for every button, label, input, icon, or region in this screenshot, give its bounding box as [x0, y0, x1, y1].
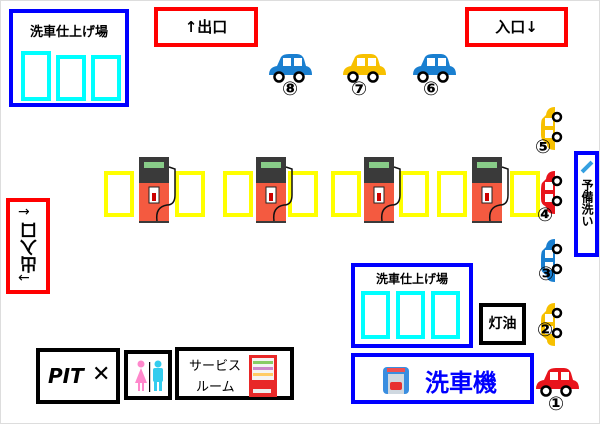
finish-area-bottom: 洗車仕上げ場 — [351, 263, 473, 348]
waiting-car-icon — [541, 107, 563, 150]
waiting-car-icon — [541, 171, 563, 214]
fuel-lane-slot — [288, 171, 318, 217]
pre-wash-label: 予備洗い — [580, 179, 594, 227]
kerosene-station: 灯油 — [479, 303, 526, 345]
finish-area-title: 洗車仕上げ場 — [29, 25, 108, 40]
restroom — [124, 350, 172, 400]
service-room-line2: ルーム — [196, 380, 235, 395]
fuel-lane-slot — [399, 171, 429, 217]
pit-area: PIT ✕ — [36, 348, 120, 404]
fuel-pump-icon — [364, 157, 401, 223]
service-room-line1: サービス — [189, 359, 242, 374]
fuel-lane-slot — [223, 171, 253, 217]
vending-machine-icon — [249, 355, 277, 397]
restroom-icon — [135, 360, 163, 392]
brush-icon — [580, 160, 594, 174]
parking-slot — [91, 55, 121, 101]
service-room: サービス ルーム — [175, 347, 294, 400]
car-wash-machine: 洗車機 — [351, 353, 534, 404]
queue-number: ⑤ — [534, 136, 552, 158]
entrance-sign-top: 入口↓ — [465, 7, 568, 47]
pre-wash-area: 予備洗い — [574, 151, 599, 257]
parking-slot — [396, 291, 425, 339]
car-wash-label: 洗車機 — [425, 369, 497, 397]
waiting-car-icon — [541, 239, 563, 282]
parking-slot — [56, 55, 86, 101]
queue-number: ③ — [537, 263, 555, 285]
fuel-lane-slot — [175, 171, 205, 217]
fuel-pump-icon — [256, 157, 293, 223]
arrow-in-icon: → — [18, 204, 30, 220]
waiting-car-icon — [413, 54, 456, 83]
exit-entrance-label: 出入口 — [21, 222, 41, 273]
pit-label: PIT — [48, 364, 84, 388]
queue-number: ④ — [536, 204, 554, 226]
waiting-car-icon — [343, 54, 386, 83]
parking-slot — [21, 51, 51, 101]
fuel-pump-icon — [139, 157, 176, 223]
queue-number: ② — [536, 319, 554, 341]
fuel-lane-slot — [104, 171, 134, 217]
fuel-lane-slot — [437, 171, 467, 217]
parking-slot — [361, 291, 390, 339]
fuel-pump-icon — [472, 157, 509, 223]
parking-slot — [431, 291, 460, 339]
fuel-lane-slot — [331, 171, 361, 217]
queue-number: ⑧ — [281, 78, 299, 100]
waiting-car-icon — [269, 54, 312, 83]
exit-sign-top: ↑出口 — [154, 7, 258, 47]
tools-icon: ✕ — [92, 362, 111, 387]
fuel-lane-slot — [510, 171, 540, 217]
waiting-car-icon — [541, 303, 563, 346]
car-wash-icon — [383, 367, 409, 394]
queue-number: ① — [547, 393, 565, 415]
finish-area-top: 洗車仕上げ場 — [9, 9, 129, 107]
exit-entrance-sign: → 出入口 ← — [6, 198, 50, 294]
queue-number: ⑦ — [350, 78, 368, 100]
finish-area-title: 洗車仕上げ場 — [375, 272, 448, 286]
arrow-out-icon: ← — [18, 270, 30, 286]
queue-number: ⑥ — [422, 78, 440, 100]
waiting-car-icon — [536, 368, 579, 397]
